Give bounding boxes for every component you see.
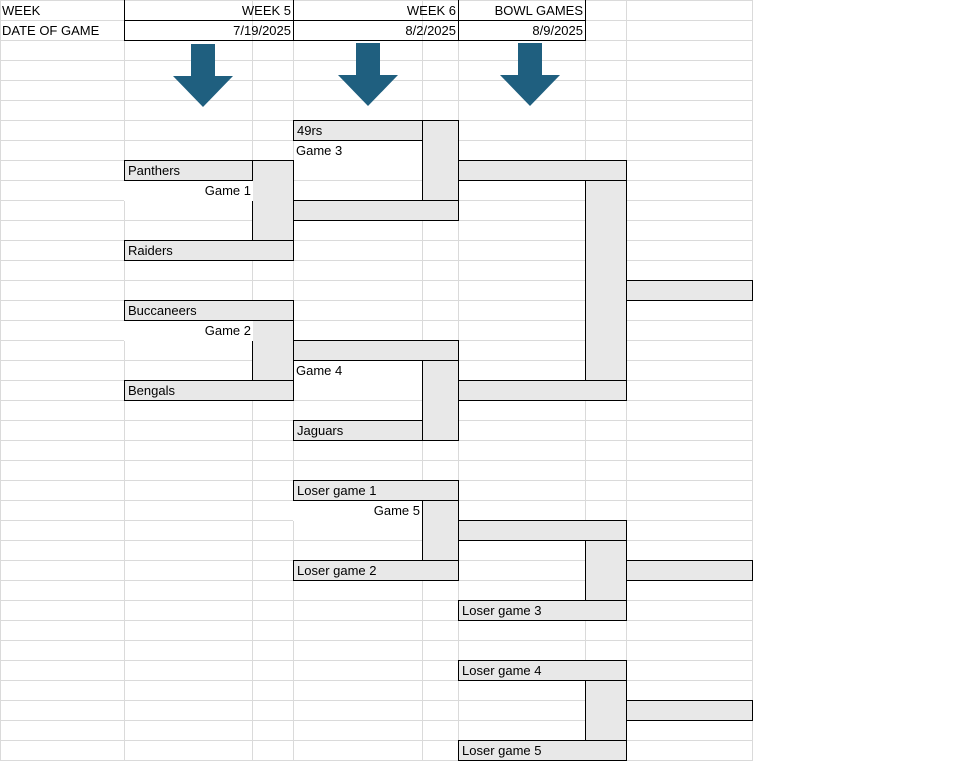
loser-slot-game3[interactable] <box>458 600 627 621</box>
team-slot-buccaneers[interactable] <box>124 300 294 321</box>
down-arrow-icon <box>173 44 233 107</box>
team-bengals: Bengals <box>128 383 175 398</box>
game4-label: Game 4 <box>294 361 422 381</box>
bowl-header-cell[interactable]: BOWL GAMES <box>494 3 583 18</box>
week6-header-cell[interactable]: WEEK 6 <box>406 3 456 18</box>
bracket-connector-bowl <box>585 180 627 381</box>
week5-header-cell[interactable]: WEEK 5 <box>241 3 291 18</box>
loser-slot-game2[interactable] <box>293 560 459 581</box>
consolation2-result-slot[interactable] <box>626 700 753 721</box>
team-raiders: Raiders <box>128 243 173 258</box>
loser-game1-label: Loser game 1 <box>297 483 377 498</box>
week-label-cell[interactable]: WEEK <box>2 3 41 18</box>
header-border <box>124 40 586 41</box>
team-slot-bengals[interactable] <box>124 380 294 401</box>
header-border <box>585 0 586 41</box>
week5-date-cell[interactable]: 7/19/2025 <box>233 23 291 38</box>
spreadsheet-grid[interactable]: WEEK DATE OF GAME WEEK 5 WEEK 6 BOWL GAM… <box>0 0 753 761</box>
date-label-cell[interactable]: DATE OF GAME <box>2 23 100 38</box>
loser-game3-label: Loser game 3 <box>462 603 542 618</box>
team-buccaneers: Buccaneers <box>128 303 197 318</box>
team-slot-raiders[interactable] <box>124 240 294 261</box>
loser-game4-label: Loser game 4 <box>462 663 542 678</box>
team-panthers: Panthers <box>128 163 181 178</box>
winner-slot-game5[interactable] <box>458 520 627 541</box>
team-jaguars: Jaguars <box>297 423 344 438</box>
column-divider <box>752 0 753 761</box>
loser-slot-game1[interactable] <box>293 480 459 501</box>
winner-slot-game1[interactable] <box>293 200 459 221</box>
team-49rs: 49rs <box>297 123 323 138</box>
champion-slot[interactable] <box>626 280 753 301</box>
loser-game5-label: Loser game 5 <box>462 743 542 758</box>
game3-label: Game 3 <box>294 141 422 161</box>
winner-slot-game4[interactable] <box>458 380 627 401</box>
header-border <box>124 0 125 41</box>
loser-game2-label: Loser game 2 <box>297 563 377 578</box>
game1-label: Game 1 <box>124 181 253 201</box>
header-border <box>124 20 586 21</box>
week6-date-cell[interactable]: 8/2/2025 <box>405 23 456 38</box>
winner-slot-game2[interactable] <box>293 340 459 361</box>
loser-slot-game4[interactable] <box>458 660 627 681</box>
team-slot-jaguars[interactable] <box>293 420 423 441</box>
winner-slot-game3[interactable] <box>458 160 627 181</box>
bracket-connector-game4 <box>422 360 459 441</box>
game5-label: Game 5 <box>293 501 422 521</box>
bowl-date-cell[interactable]: 8/9/2025 <box>532 23 583 38</box>
down-arrow-icon <box>500 43 560 106</box>
consolation1-result-slot[interactable] <box>626 560 753 581</box>
header-border <box>458 0 459 41</box>
down-arrow-icon <box>338 43 398 106</box>
loser-slot-game5[interactable] <box>458 740 627 761</box>
header-border <box>293 0 294 41</box>
bracket-connector-game5 <box>422 500 459 561</box>
game2-label: Game 2 <box>124 321 253 341</box>
